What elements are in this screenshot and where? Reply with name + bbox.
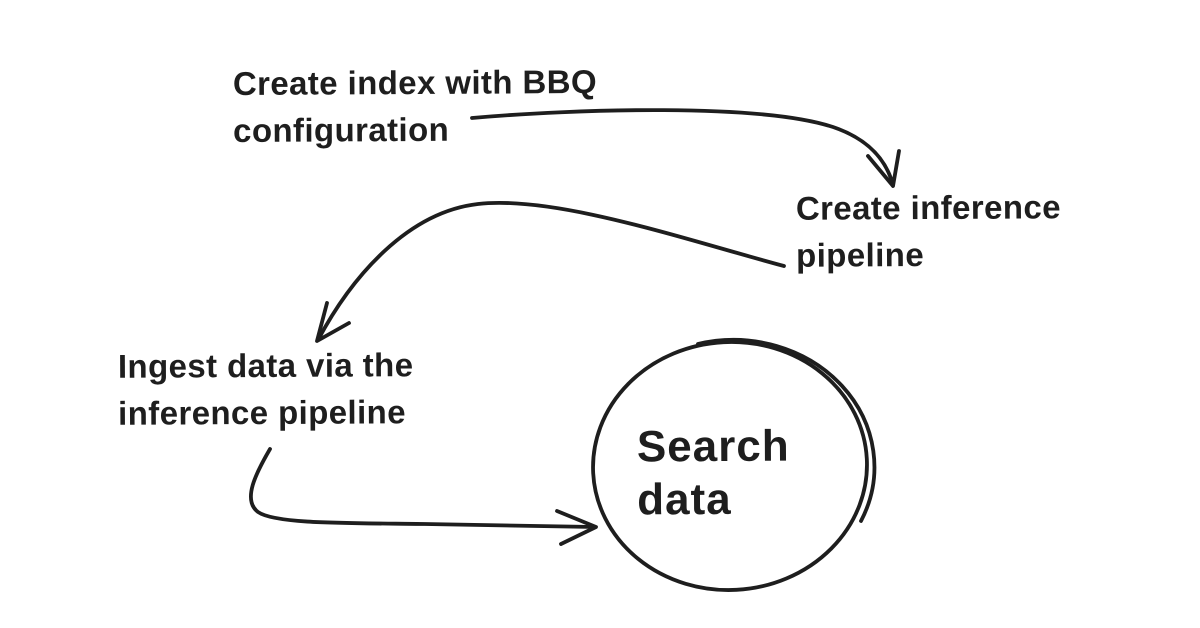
node-create-inference: Create inference pipeline [796,183,1062,278]
arrow-inference-to-ingest-line [316,201,786,342]
node-create-index-line2: configuration [233,110,450,149]
arrow-ingest-to-search-head [555,509,598,546]
node-create-inference-line1: Create inference [795,188,1062,227]
node-search-data-line1: Search [636,421,790,472]
arrow-ingest-to-search-line [248,447,597,529]
node-search-data-line2: data [637,474,732,525]
node-ingest-data-line2: inference pipeline [118,393,406,432]
node-create-index: Create index with BBQ configuration [233,58,598,154]
node-ingest-data: Ingest data via the inference pipeline [118,341,414,437]
arrow-inference-to-ingest [315,201,786,343]
search-data-circle-overstroke [696,338,877,523]
arrow-inference-to-ingest-head [315,301,351,343]
arrow-ingest-to-search [248,447,598,546]
arrow-index-to-inference [470,108,901,188]
arrow-index-to-inference-head [866,149,901,188]
search-data-circle-outline [591,340,869,592]
node-create-index-line1: Create index with BBQ [232,63,598,102]
node-search-data: Search data [637,420,790,527]
search-data-circle [591,338,877,592]
arrow-index-to-inference-line [470,108,895,187]
node-ingest-data-line1: Ingest data via the [117,346,414,385]
node-create-inference-line2: pipeline [796,236,925,274]
